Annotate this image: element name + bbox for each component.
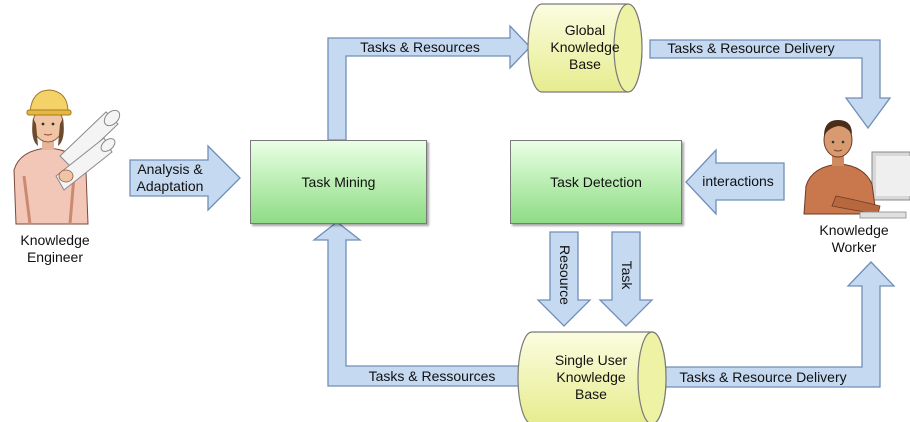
- delivery-bottom-label: Tasks & Resource Delivery: [679, 369, 847, 385]
- global-kb-cylinder: [527, 3, 643, 93]
- delivery-top-label: Tasks & Resource Delivery: [667, 40, 835, 56]
- task-label: Task: [619, 260, 635, 290]
- engineer-label: Knowledge Engineer: [10, 232, 100, 266]
- worker-label-line2: Worker: [831, 239, 877, 255]
- task-mining-box: Task Mining: [250, 140, 427, 224]
- task-detection-box: Task Detection: [510, 140, 682, 224]
- engineer-label-line2: Engineer: [26, 249, 84, 265]
- single-user-kb-label: Single User Knowledge Base: [530, 352, 652, 403]
- analysis-label-line1: Analysis &: [137, 161, 203, 177]
- single-user-kb-line1: Single User: [554, 352, 628, 368]
- task-mining-label: Task Mining: [301, 174, 376, 190]
- task-arrow: [598, 231, 654, 327]
- resource-label: Resource: [557, 245, 573, 305]
- engineer-label-line1: Knowledge: [20, 232, 90, 248]
- single-user-kb-line3: Base: [575, 386, 607, 402]
- tasks-resources-top-arrow: [327, 24, 531, 141]
- tasks-ressources-bottom-arrow: [312, 221, 521, 387]
- global-kb-line2: Knowledge: [550, 39, 620, 55]
- analysis-label-line2: Adaptation: [136, 178, 204, 194]
- global-kb-line3: Base: [569, 56, 601, 72]
- single-user-kb-line2: Knowledge: [556, 369, 626, 385]
- worker-label-line1: Knowledge: [819, 222, 889, 238]
- tasks-ressources-bottom-label: Tasks & Ressources: [368, 368, 496, 384]
- delivery-bottom-arrow: [661, 261, 896, 388]
- global-kb-line1: Global: [564, 22, 606, 38]
- tasks-resources-top-label: Tasks & Resources: [360, 39, 480, 55]
- analysis-label: Analysis & Adaptation: [128, 161, 212, 195]
- worker-label: Knowledge Worker: [806, 222, 902, 256]
- task-detection-label: Task Detection: [550, 174, 642, 190]
- construction-engineer-icon: [13, 89, 121, 225]
- office-worker-icon: [803, 120, 910, 219]
- delivery-top-arrow: [649, 39, 892, 130]
- global-kb-label: Global Knowledge Base: [540, 22, 630, 73]
- resource-arrow: [536, 231, 592, 327]
- single-user-kb-cylinder: [517, 331, 667, 422]
- analysis-arrow: [129, 144, 241, 212]
- interactions-arrow: [685, 148, 785, 216]
- interactions-label: interactions: [702, 173, 774, 189]
